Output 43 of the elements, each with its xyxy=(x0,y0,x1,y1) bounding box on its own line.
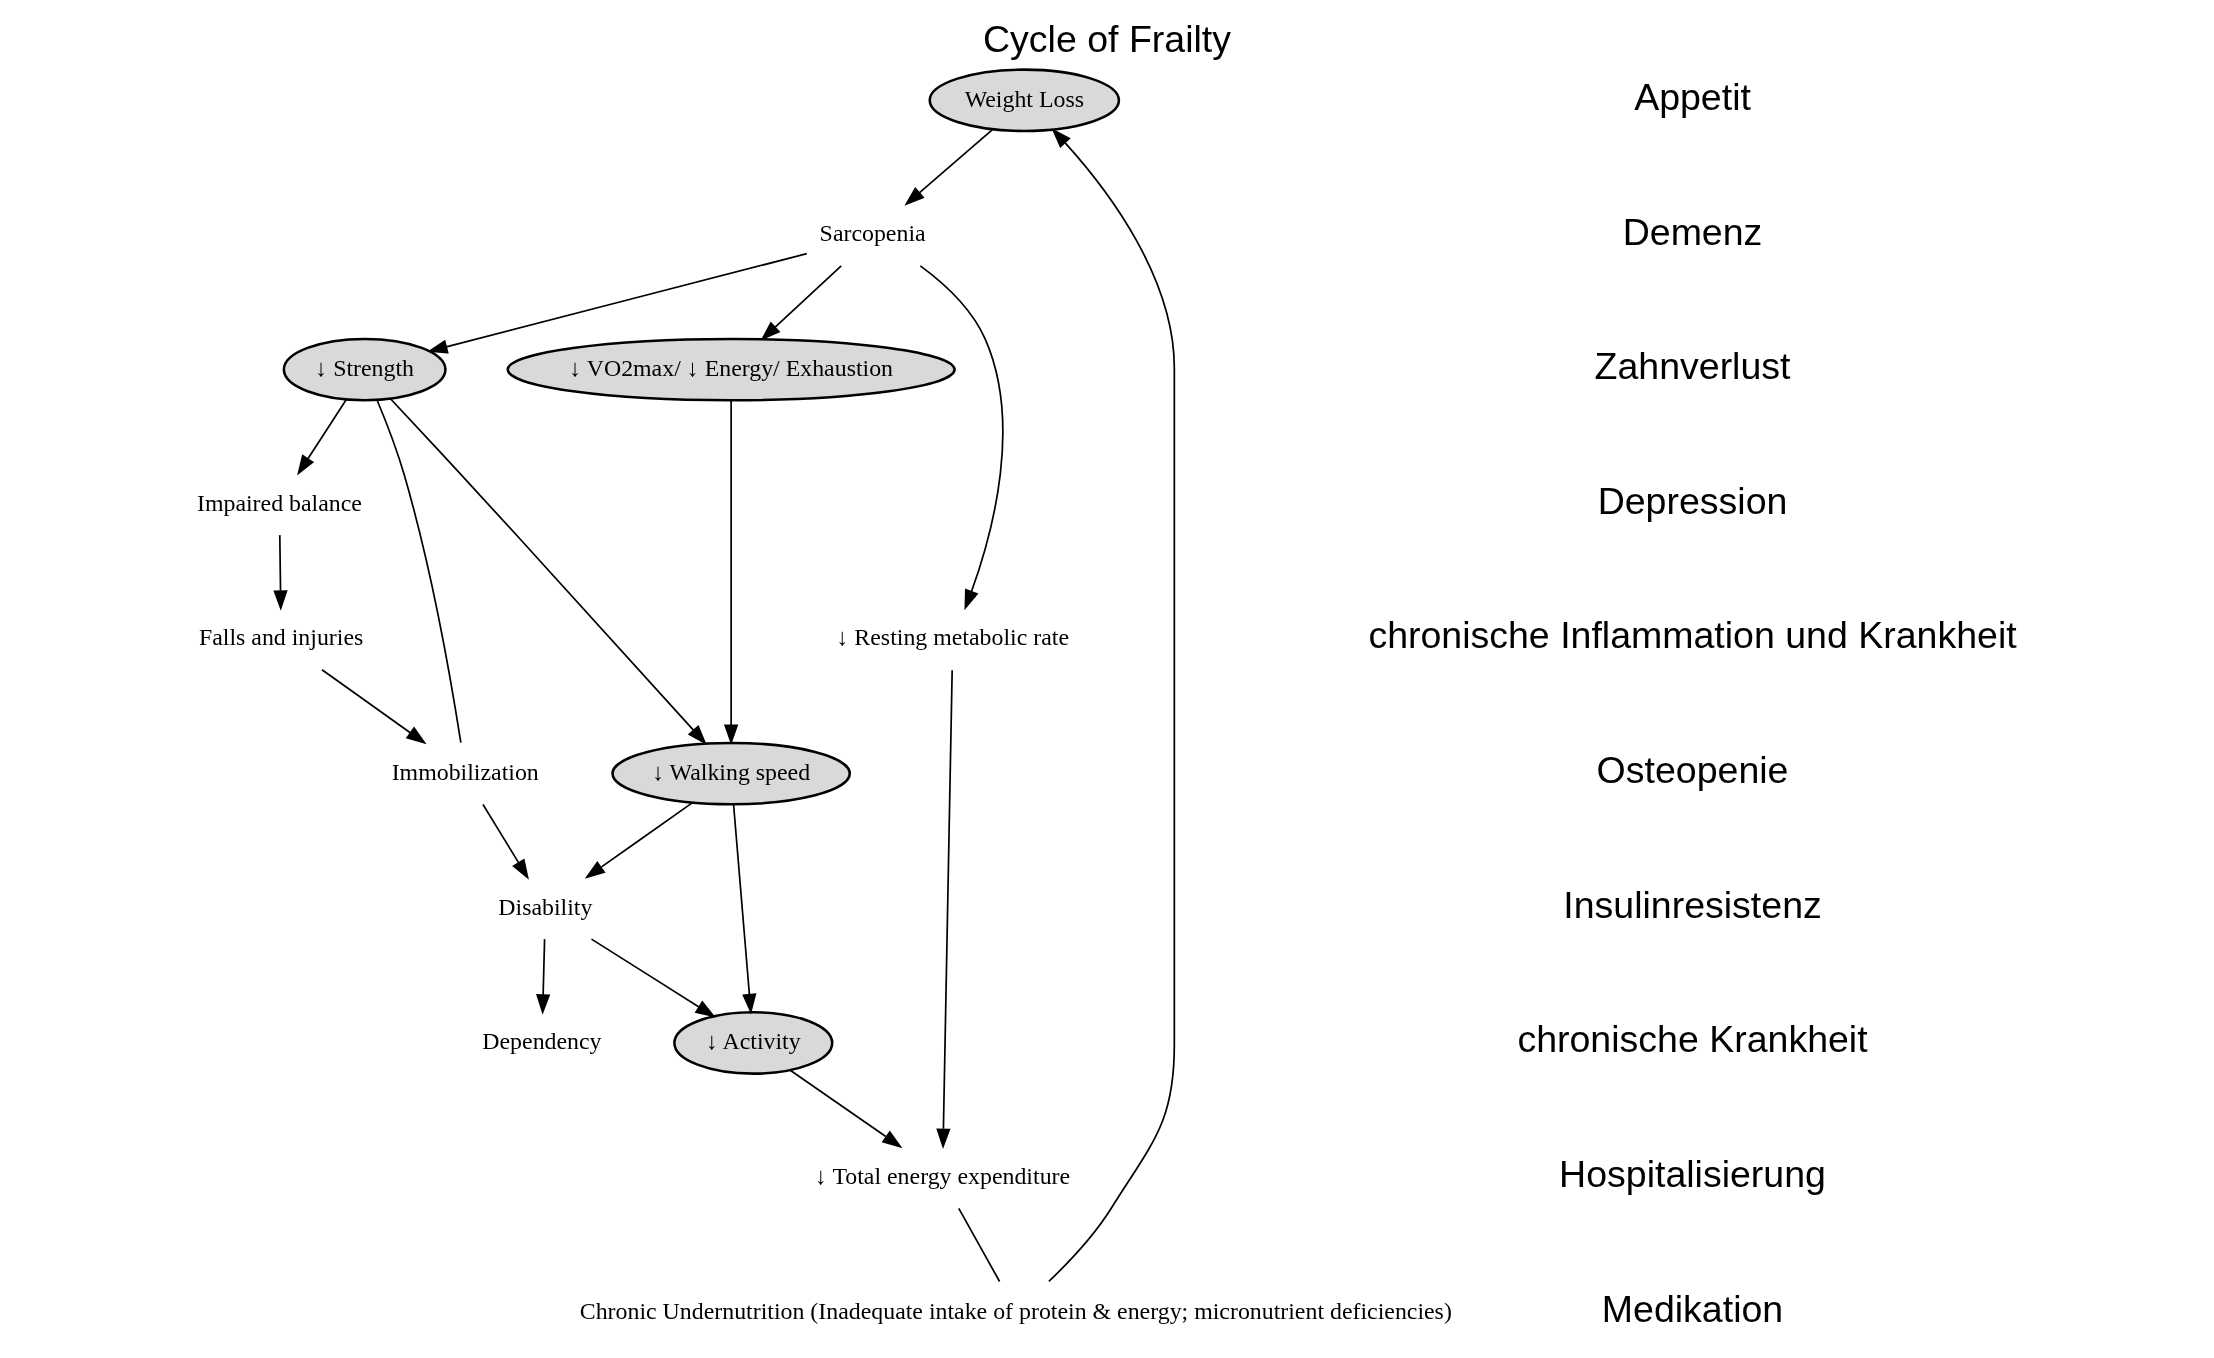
node-text: ↓ Resting metabolic rate xyxy=(836,624,1070,651)
arrow xyxy=(789,1069,903,1149)
node-ellipse: Weight Loss xyxy=(928,68,1121,133)
node-ellipse: ↓ Walking speed xyxy=(611,741,852,806)
arrow xyxy=(919,265,1004,611)
node-text: Dependency xyxy=(482,1028,602,1055)
node-text: Impaired balance xyxy=(196,489,362,516)
node-text: ↓ Total energy expenditure xyxy=(814,1162,1071,1189)
label: Hospitalisierung xyxy=(1559,1153,1826,1196)
node-ellipse: ↓ Activity xyxy=(673,1010,834,1075)
label: Medikation xyxy=(1601,1287,1784,1330)
label: chronische Inflammation und Krankheit xyxy=(1368,614,2017,657)
label: Appetit xyxy=(1634,75,1751,118)
arrow xyxy=(273,534,288,611)
arrow xyxy=(904,129,993,206)
label: Insulinresistenz xyxy=(1563,883,1822,926)
arrow xyxy=(1048,128,1176,1283)
arrow xyxy=(536,938,551,1015)
arrow xyxy=(389,398,707,745)
node-text: Disability xyxy=(498,893,593,920)
arrow xyxy=(936,669,953,1149)
diagram-title: Cycle of Frailty xyxy=(983,17,1231,60)
arrow xyxy=(760,264,843,341)
label: Demenz xyxy=(1622,210,1763,253)
arrow xyxy=(427,252,808,354)
arrow xyxy=(584,801,694,879)
connector xyxy=(376,399,462,744)
arrow xyxy=(297,398,347,476)
node-text: Sarcopenia xyxy=(819,220,926,247)
connector xyxy=(957,1207,1001,1283)
label: Zahnverlust xyxy=(1594,345,1791,388)
node-text: Falls and injuries xyxy=(198,624,364,651)
arrow xyxy=(482,803,529,880)
node-text: Immobilization xyxy=(391,758,539,785)
node-text: Chronic Undernutrition (Inadequate intake of protein & energy; micronutrient deficiencies) xyxy=(579,1297,1452,1324)
label: Depression xyxy=(1597,479,1788,522)
arrow xyxy=(321,668,427,745)
arrow xyxy=(590,938,716,1018)
label: chronische Krankheit xyxy=(1517,1018,1868,1061)
arrow xyxy=(723,399,739,745)
arrow xyxy=(732,803,757,1015)
node-ellipse: ↓ VO2max/ ↓ Energy/ Exhaustion xyxy=(506,337,956,402)
label: Osteopenie xyxy=(1596,749,1789,792)
